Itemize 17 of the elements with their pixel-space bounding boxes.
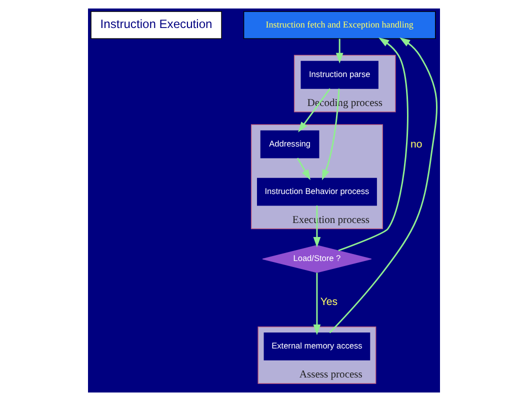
arrow xyxy=(329,37,438,334)
edge-label: no xyxy=(410,138,422,150)
arrow xyxy=(313,272,321,336)
edge-label: Yes xyxy=(320,296,338,308)
arrow xyxy=(313,206,321,248)
arrow xyxy=(296,158,310,180)
node-diamond: Load/Store ? xyxy=(262,245,372,273)
node-box: External memory access xyxy=(264,332,370,360)
node-box: Addressing xyxy=(260,130,320,158)
arrow xyxy=(298,88,331,132)
arrow xyxy=(322,88,340,180)
arrow xyxy=(338,38,408,252)
node-box: Instruction parse xyxy=(300,60,378,89)
arrow xyxy=(336,38,344,64)
node-box: Instruction Behavior process xyxy=(256,178,377,206)
node-box: Instruction fetch and Exception handling xyxy=(243,11,436,40)
node-box: Instruction Execution xyxy=(90,11,222,40)
